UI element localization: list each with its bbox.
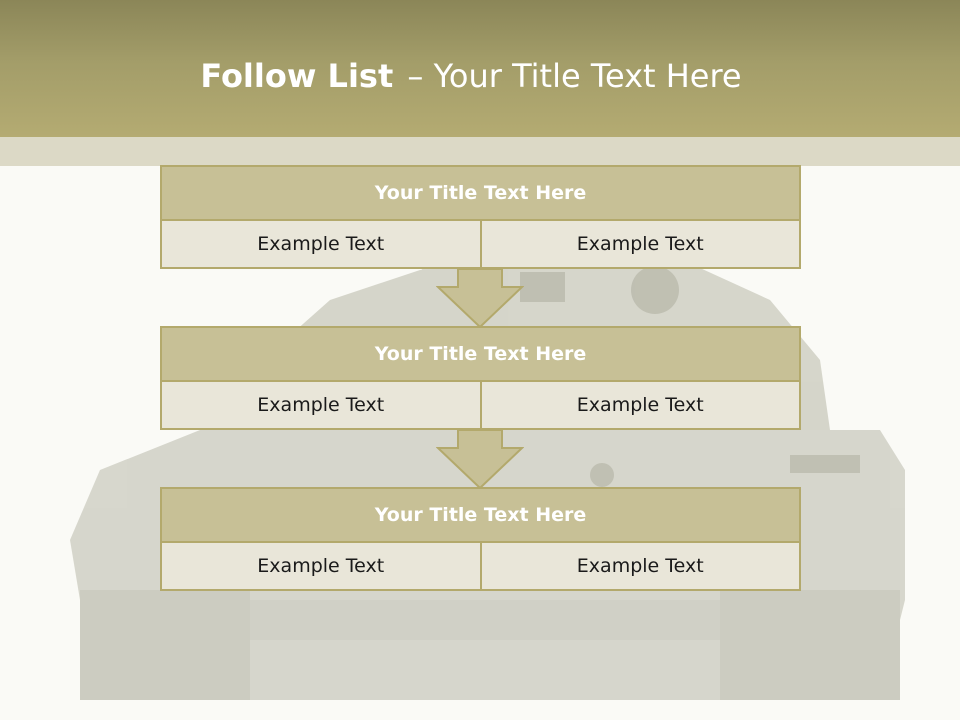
page-title: Follow List – Your Title Text Here xyxy=(0,50,942,102)
down-arrow-icon xyxy=(436,269,524,329)
block-cell-left: Example Text xyxy=(160,219,482,269)
header-subband xyxy=(0,137,960,166)
block-title: Your Title Text Here xyxy=(160,165,801,221)
header-band xyxy=(0,0,960,137)
block-row: Example Text Example Text xyxy=(160,380,801,430)
list-block-3: Your Title Text Here Example Text Exampl… xyxy=(160,487,801,591)
block-cell-right: Example Text xyxy=(479,541,801,591)
block-cell-right: Example Text xyxy=(479,380,801,430)
block-title: Your Title Text Here xyxy=(160,487,801,543)
block-title: Your Title Text Here xyxy=(160,326,801,382)
block-cell-right: Example Text xyxy=(479,219,801,269)
block-row: Example Text Example Text xyxy=(160,219,801,269)
block-cell-left: Example Text xyxy=(160,541,482,591)
list-block-2: Your Title Text Here Example Text Exampl… xyxy=(160,326,801,430)
block-row: Example Text Example Text xyxy=(160,541,801,591)
list-block-1: Your Title Text Here Example Text Exampl… xyxy=(160,165,801,269)
block-cell-left: Example Text xyxy=(160,380,482,430)
title-bold-part: Follow List xyxy=(200,57,394,95)
down-arrow-icon xyxy=(436,430,524,490)
title-rest-part: – Your Title Text Here xyxy=(407,57,742,95)
